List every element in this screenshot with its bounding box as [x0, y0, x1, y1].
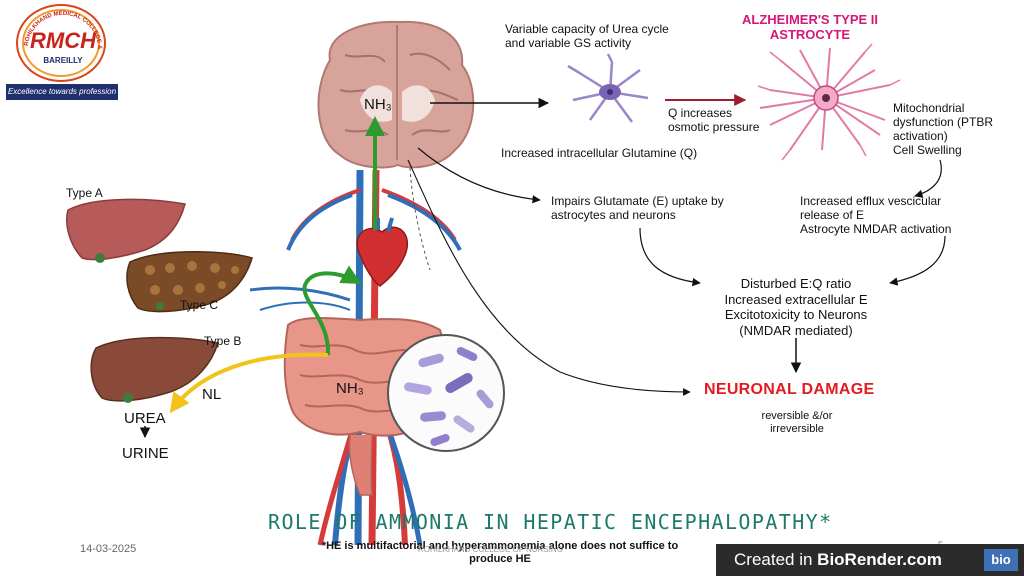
urine-label: URINE	[122, 445, 169, 462]
astrocyte-icon	[757, 43, 901, 161]
biorender-brand: BioRender.com	[817, 550, 942, 569]
biorender-text: Created in BioRender.com	[734, 550, 942, 570]
slide-footer: ROHILKHAND COLLEGE OF NURSING	[418, 545, 563, 554]
liver-type-c-label: Type C	[180, 298, 219, 312]
liver-type-a-label: Type A	[66, 186, 103, 200]
efflux-release-text: Increased efflux vescicular release of E…	[800, 194, 952, 236]
liver-type-c-illustration	[126, 251, 253, 313]
alzheimer-astrocyte-title: ALZHEIMER'S TYPE II ASTROCYTE	[742, 12, 878, 42]
intracellular-glutamine-text: Increased intracellular Glutamine (Q)	[501, 146, 698, 160]
biorender-prefix: Created in	[734, 550, 818, 569]
urea-label: UREA	[124, 410, 166, 427]
mitochondrial-dysfunction-text: Mitochondrial dysfunction (PTBR activati…	[893, 101, 994, 157]
logo-badge: ROHILKHAND MEDICAL COLLEGE & HOSPITAL RM…	[16, 4, 106, 82]
logo-city: BAREILLY	[43, 56, 83, 65]
liver-type-b-label: Type B	[204, 334, 242, 348]
heart-illustration	[356, 217, 408, 287]
biorender-watermark: Created in BioRender.com bio	[716, 544, 1024, 576]
reversible-text: reversible &/or irreversible	[761, 410, 833, 435]
impairs-glutamate-text: Impairs Glutamate (E) uptake by astrocyt…	[551, 194, 724, 222]
brain-illustration	[317, 20, 475, 169]
liver-type-b-illustration	[90, 336, 219, 403]
biorender-logo: bio	[984, 549, 1018, 571]
flow-arrows	[139, 94, 946, 439]
gut-bacteria-icon	[387, 334, 505, 452]
neuron-icon	[567, 53, 649, 123]
logo-circle-text: ROHILKHAND MEDICAL COLLEGE & HOSPITAL	[18, 6, 102, 50]
urea-cycle-text: Variable capacity of Urea cycle and vari…	[505, 22, 669, 50]
logo-mark: RMCH	[30, 28, 96, 53]
footnote-text: *HE is multifactorial and hyperammonemia…	[321, 540, 679, 565]
logo-ring	[22, 9, 100, 77]
nl-label: NL	[202, 386, 222, 403]
college-logo: ROHILKHAND MEDICAL COLLEGE & HOSPITAL RM…	[6, 4, 118, 102]
slide-date: 14-03-2025	[80, 543, 137, 555]
logo-tagline: Excellence towards profession	[6, 84, 118, 100]
brain-nh3-label: NH₃	[364, 96, 392, 113]
slide-title: ROLE OF AMMONIA IN HEPATIC ENCEPHALOPATH…	[268, 510, 833, 534]
disturbed-ratio-text: Disturbed E:Q ratio Increased extracellu…	[724, 276, 868, 338]
osmotic-pressure-text: Q increases osmotic pressure	[668, 106, 760, 134]
neuronal-damage-label: NEURONAL DAMAGE	[704, 381, 875, 398]
gut-nh3-label: NH₃	[336, 380, 364, 397]
liver-type-a-illustration	[66, 198, 186, 263]
